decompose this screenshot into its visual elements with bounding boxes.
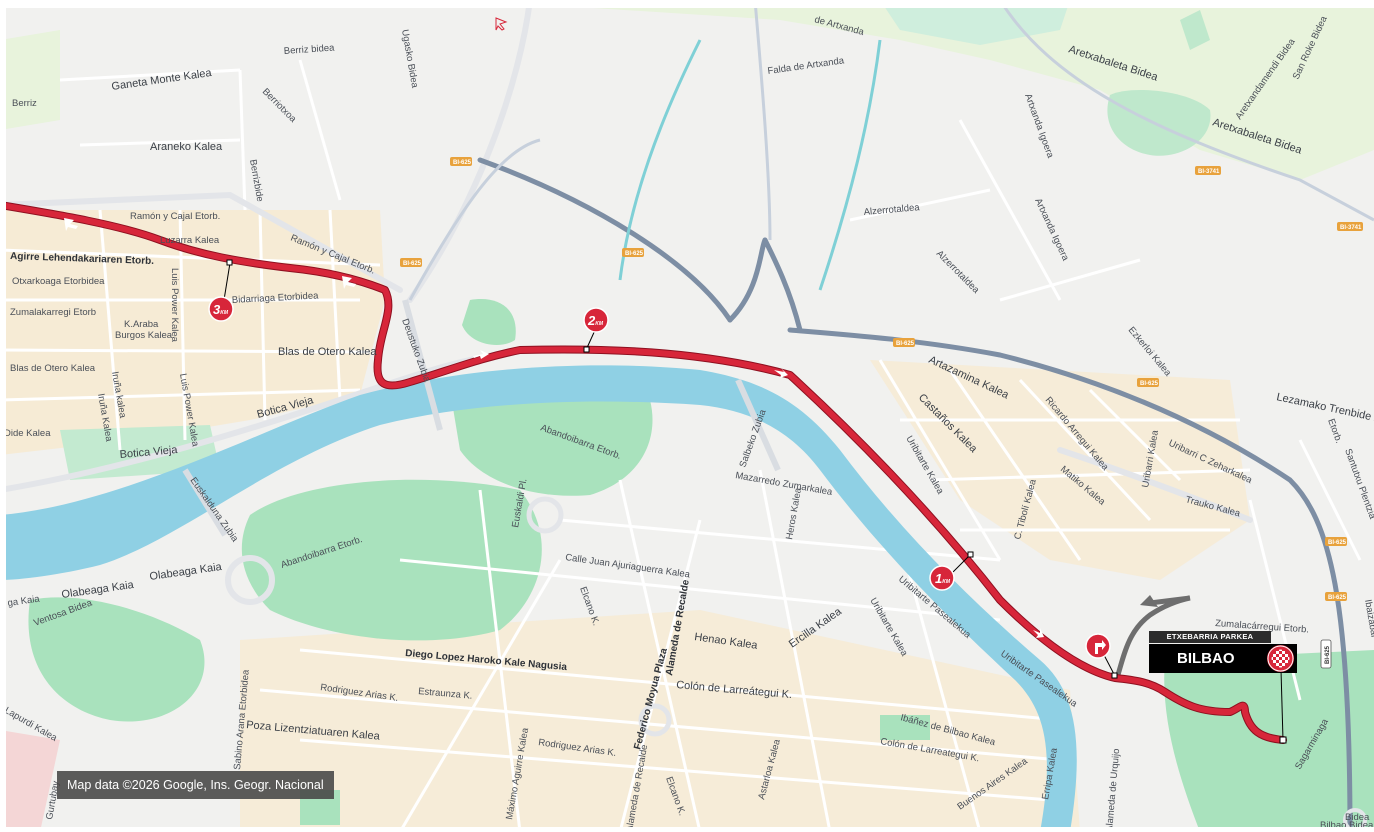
km-marker-1: 1KM (929, 565, 955, 591)
map-attribution: Map data ©2026 Google, Ins. Geogr. Nacio… (57, 771, 334, 799)
street-label: Bidarriaga Etorbidea (232, 290, 320, 306)
svg-text:BI-625: BI-625 (896, 341, 915, 347)
street-label: Dide Kalea (4, 428, 51, 439)
km-marker-2: 2KM (583, 307, 609, 333)
street-label: Blas de Otero Kalea (10, 363, 96, 374)
turn-right-marker (1085, 633, 1111, 659)
route-arrow (774, 368, 788, 378)
road-shield: BI-625 (1325, 592, 1347, 601)
street-label: Berriz (12, 98, 37, 109)
road-shields: BI-625 BI-625 BI-625 BI-625 BI-625 BI-62… (400, 157, 1363, 669)
urban-abando (240, 610, 1080, 832)
park-north (880, 0, 1070, 45)
road-shield: BI-625 (622, 248, 644, 257)
street-label: K.Araba (124, 319, 159, 330)
street-label: Luzarra Kalea (160, 235, 220, 246)
street-label: Burgos Kalea (115, 330, 173, 341)
street-label: Luis Power Kalea (169, 268, 180, 343)
park-round (1107, 90, 1211, 156)
street-label: Alzerrotaldea (863, 202, 920, 218)
km-marker-points (226, 259, 1287, 744)
road-shield: BI-3741 (1195, 166, 1221, 175)
road-shield: BI-625 (1325, 537, 1347, 546)
svg-text:BI-625: BI-625 (403, 261, 422, 267)
road-shield: BI-625 (1137, 378, 1159, 387)
road-shield: BI-625 (893, 338, 915, 347)
route-arrow (473, 350, 489, 359)
street-label: ga Kaia (7, 593, 41, 608)
route-loop-arrow (1140, 595, 1158, 607)
km-marker-3: 3KM (208, 296, 234, 322)
route-arrow (342, 276, 356, 289)
svg-text:BI-625: BI-625 (1140, 381, 1159, 387)
urban-uribarri (870, 360, 1250, 580)
hill-west (0, 30, 60, 130)
finish-sublabel: ETXEBARRIA PARKEA (1149, 631, 1271, 643)
park-abandoibarra (450, 383, 653, 496)
road-shield: BI-625 (450, 157, 472, 166)
park-west (28, 597, 205, 722)
road-shield: BI-3741 (1337, 222, 1363, 231)
street-label: Ibaizabal (1362, 599, 1374, 638)
svg-text:BI-625: BI-625 (453, 160, 472, 166)
svg-text:1KM: 1KM (935, 571, 951, 586)
riverside-green (60, 425, 220, 480)
checkered-flag-icon (1267, 645, 1294, 672)
street-label: Bilbao Bidea (1320, 820, 1374, 831)
route-arrow (64, 218, 78, 231)
svg-text:3KM: 3KM (213, 302, 229, 317)
park-small-east (880, 715, 930, 740)
route-loop (1115, 595, 1191, 678)
street-label: Estraunza K. (418, 686, 473, 702)
roundabout-euskadi (526, 496, 564, 534)
street-label: Otxarkoaga Etorbidea (12, 276, 105, 287)
turn-right-icon (1095, 640, 1106, 654)
race-route (0, 202, 1286, 743)
roundabout-west (225, 555, 275, 605)
roundabout-moyua (638, 703, 672, 737)
svg-text:BI-625: BI-625 (1325, 645, 1331, 664)
street-label: Botica Vieja (119, 444, 179, 461)
svg-text:BI-625: BI-625 (625, 251, 644, 257)
hill-area (470, 0, 1374, 180)
cursor-icon (495, 17, 508, 31)
finish-flag-icon (1267, 645, 1294, 672)
bridges (182, 299, 781, 537)
street-label: Agirre Lehendakariaren Etorb. (10, 251, 154, 267)
street-label: Araneko Kalea (150, 141, 223, 153)
svg-text:BI-3741: BI-3741 (1198, 169, 1220, 175)
park-small (1180, 10, 1210, 50)
route-arrow (1033, 628, 1044, 638)
svg-text:2KM: 2KM (587, 313, 604, 328)
highway-secondary (408, 0, 1374, 301)
road-shield: BI-625 (400, 258, 422, 267)
park-deusto (462, 299, 516, 345)
street-label: Zumalakarregi Etorb (10, 307, 96, 318)
park-dona-casilda (241, 479, 542, 641)
road-shield: BI-625 (1320, 639, 1332, 669)
svg-text:BI-625: BI-625 (1328, 595, 1347, 601)
svg-text:BI-3741: BI-3741 (1340, 225, 1362, 231)
hospital-area (0, 730, 60, 832)
street-label: Bidea (1345, 812, 1370, 823)
finish-label: ETXEBARRIA PARKEA BILBAO (1149, 631, 1297, 673)
street-label: Blas de Otero Kalea (278, 346, 377, 358)
street-label: Ramón y Cajal Etorb. (130, 211, 220, 222)
route-arrows (64, 218, 1044, 638)
street-label: Berriz bidea (283, 42, 335, 57)
svg-text:BI-625: BI-625 (1328, 540, 1347, 546)
